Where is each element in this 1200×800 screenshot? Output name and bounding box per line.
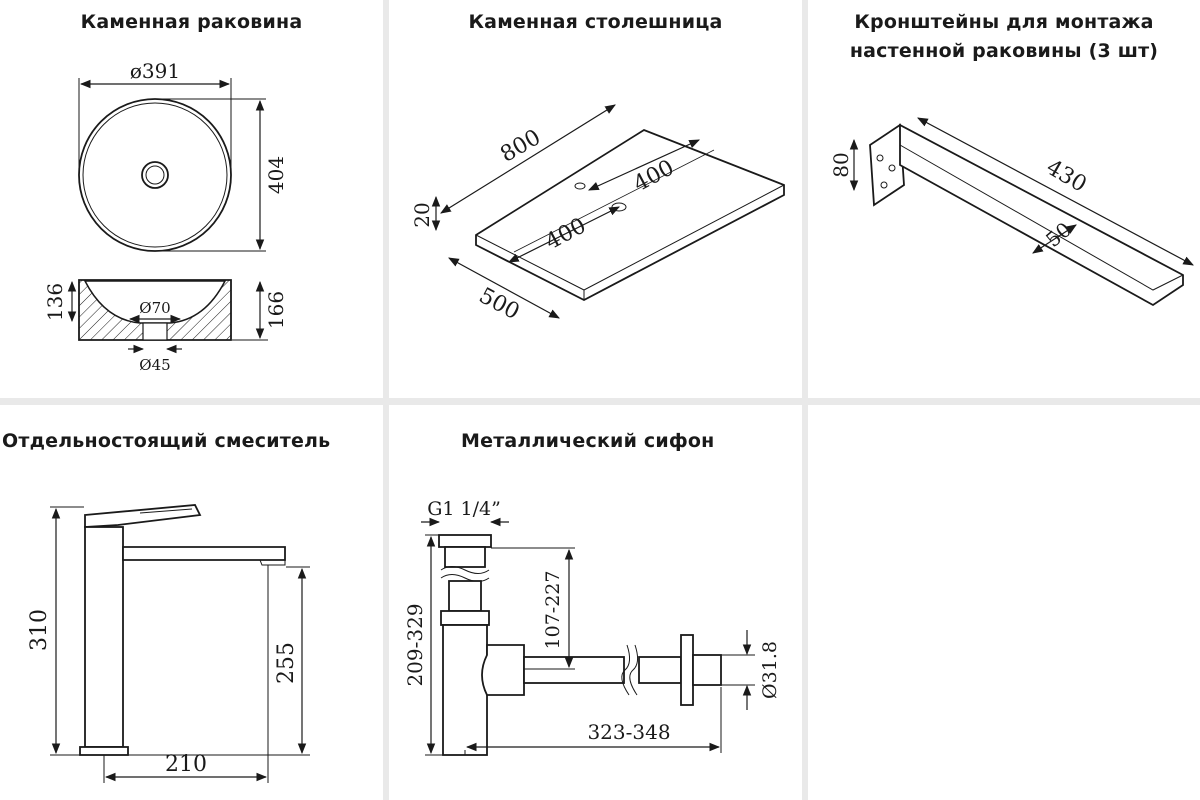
brackets-title-line2: настенной раковины (3 шт) [849, 40, 1159, 62]
brackets-drawing: 80 430 50 [829, 117, 1194, 307]
dim-inlet-height-label: 107-227 [542, 571, 564, 650]
dim-pipe-label: Ø31.8 [759, 641, 781, 699]
dim-width-line [1032, 224, 1077, 254]
sink-drawing: ø391 404 Ø70 Ø45 136 166 [43, 59, 288, 374]
dim-thickness-label: 20 [410, 202, 434, 227]
dim-length-label: 800 [496, 125, 545, 168]
dim-width-label: 500 [475, 283, 524, 325]
siphon-pipe-end [638, 656, 682, 684]
dim-height-label: 310 [27, 609, 52, 651]
siphon-horizontal-pipe [523, 656, 625, 684]
dim-half-right-line [588, 139, 700, 191]
sink-title: Каменная раковина [80, 11, 303, 33]
panel-empty [808, 405, 1200, 800]
brackets-title: Кронштейны для монтажа настенной раковин… [808, 8, 1200, 66]
dim-drain-small-label: Ø45 [139, 356, 170, 374]
brackets-title-line1: Кронштейны для монтажа [854, 11, 1154, 33]
dim-half-left-line [508, 206, 620, 263]
mixer-spout [122, 546, 286, 561]
siphon-wall-flange [680, 634, 694, 706]
siphon-break-2 [440, 574, 490, 582]
siphon-break-3 [621, 644, 631, 696]
panel-siphon: Металлический сифон G1 1/4” [389, 405, 802, 800]
sink-inner-circle [82, 102, 228, 248]
siphon-break-4 [629, 644, 639, 696]
dim-length-line [917, 117, 1194, 266]
bracket-hole-3 [880, 181, 888, 189]
siphon-title: Металлический сифон [461, 430, 715, 452]
panel-stone-sink: Каменная раковина ø391 404 Ø70 [0, 0, 383, 398]
dim-outer-height-label: 166 [264, 291, 288, 329]
dim-thread-label: G1 1/4” [427, 498, 501, 520]
siphon-break-1 [440, 566, 490, 574]
mixer-base [79, 746, 129, 756]
siphon-top-flange [438, 534, 492, 548]
dim-width-line [448, 257, 560, 319]
panel-stone-countertop: Каменная столешница 800 400 400 20 500 [389, 0, 802, 398]
dim-inner-height-label: 136 [43, 283, 67, 321]
dim-height-label: 80 [829, 152, 853, 177]
mixer-spout-tip [259, 559, 286, 566]
mixer-body [84, 526, 124, 748]
bracket-hole-2 [888, 164, 896, 172]
dim-length-line [440, 104, 616, 214]
mixer-drawing: 310 255 210 [27, 504, 310, 783]
mixer-handle-detail [139, 508, 193, 514]
mixer-title: Отдельностоящий смеситель [2, 430, 331, 452]
bracket-hole-1 [876, 154, 884, 162]
dim-diameter-label: ø391 [130, 59, 180, 83]
dim-depth-label: 404 [264, 156, 288, 194]
dim-height-label: 209-329 [403, 603, 427, 686]
siphon-wall-tube [692, 654, 722, 686]
bracket-arm [899, 123, 1184, 307]
mixer-handle [84, 504, 202, 528]
dim-spout-height-label: 255 [274, 642, 299, 684]
siphon-top-nut [444, 546, 486, 568]
sink-section-drain [142, 322, 168, 341]
sink-drain-inner [145, 165, 165, 185]
panel-mixer: Отдельностоящий смеситель 310 255 [0, 405, 383, 800]
siphon-elbow [481, 644, 525, 696]
countertop-title: Каменная столешница [468, 11, 723, 33]
siphon-collar [440, 610, 490, 626]
dim-length-label: 430 [1042, 155, 1091, 198]
siphon-drawing: G1 1/4” 209-329 [403, 498, 781, 756]
siphon-upper-pipe [448, 580, 482, 612]
panel-brackets: Кронштейны для монтажа настенной раковин… [808, 0, 1200, 398]
dim-length-label: 323-348 [587, 720, 670, 744]
dim-drain-label: Ø70 [139, 299, 170, 317]
siphon-body [442, 624, 488, 756]
countertop-drawing: 800 400 400 20 500 [410, 104, 785, 325]
dim-reach-label: 210 [165, 752, 207, 777]
bracket-plate [869, 123, 905, 207]
